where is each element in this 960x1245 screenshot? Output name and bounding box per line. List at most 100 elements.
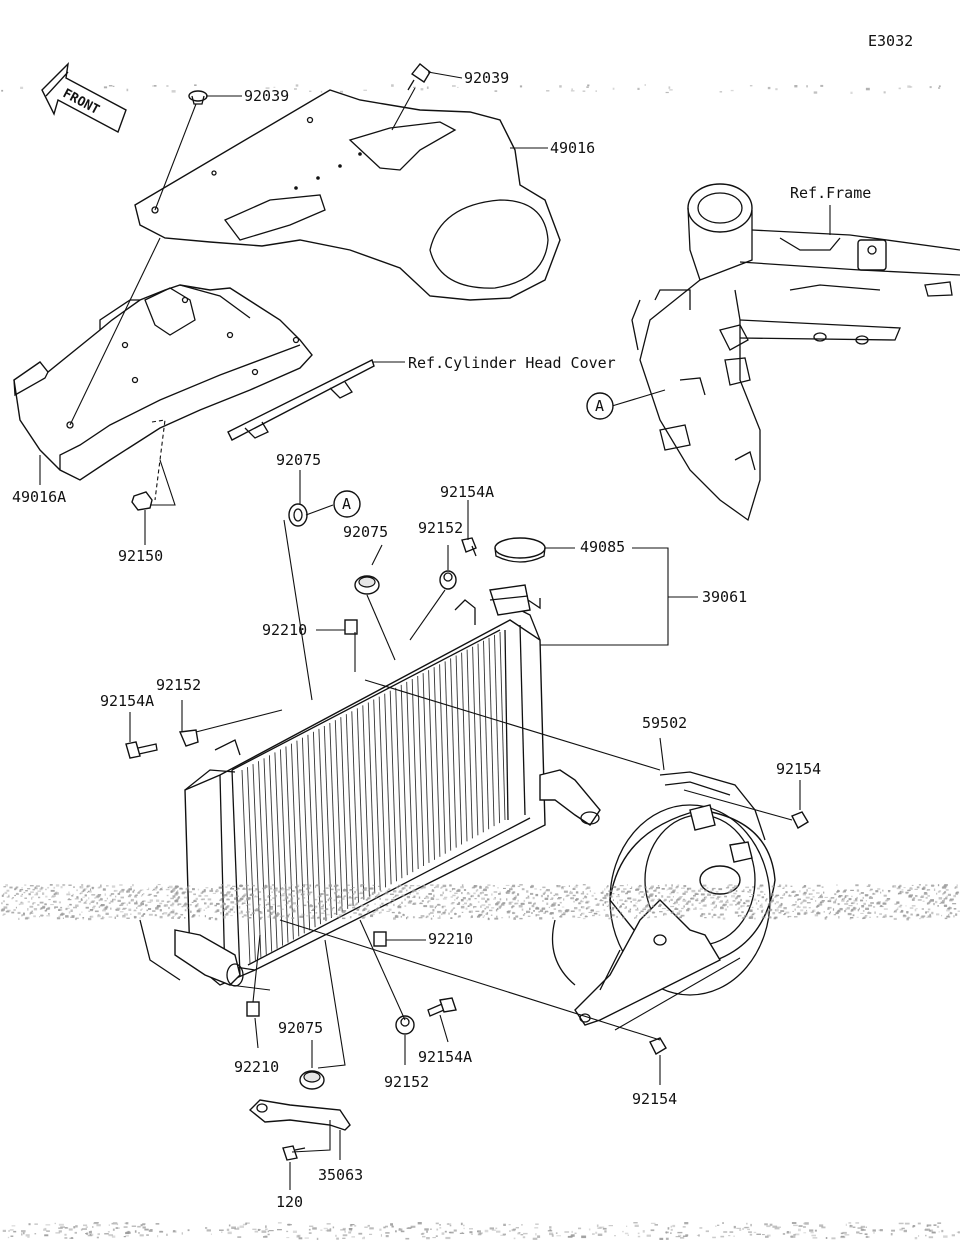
noise-speck [652,904,655,907]
noise-speck [795,901,797,904]
part-number-labels: 92039 92039 49016 49016A 92150 92075 920… [12,69,821,1211]
noise-speck [342,917,346,920]
noise-speck [170,904,172,906]
noise-speck [526,910,528,914]
noise-speck [342,1234,348,1237]
noise-speck [97,894,102,896]
radiator-fin [334,720,343,912]
noise-speck [528,901,532,904]
noise-speck [737,915,739,917]
noise-speck [312,908,314,911]
noise-speck [273,889,278,892]
noise-speck [156,905,160,908]
noise-speck [630,901,632,903]
noise-speck [425,895,428,897]
noise-speck [675,886,678,889]
noise-speck [293,895,295,897]
noise-speck [398,905,401,907]
noise-speck [13,1230,17,1233]
noise-speck [96,902,98,905]
noise-speck [214,918,218,921]
noise-speck [494,90,498,92]
noise-speck [942,893,944,896]
noise-speck [762,1234,765,1236]
noise-speck [303,897,306,899]
noise-speck [391,898,395,902]
noise-speck [858,907,860,910]
noise-speck [433,915,434,917]
noise-speck [747,1228,750,1231]
noise-speck [637,1235,641,1238]
noise-speck [843,890,846,893]
noise-speck [2,900,5,903]
noise-speck [391,1225,394,1228]
noise-speck [840,1235,845,1238]
noise-speck [108,916,113,918]
noise-speck [157,884,161,886]
noise-speck [879,913,882,915]
noise-speck [348,1228,353,1230]
noise-speck [785,911,790,914]
noise-speck [79,886,81,888]
noise-speck [105,912,109,915]
noise-speck [483,888,486,890]
part-label-92152-low: 92152 [384,1073,429,1091]
noise-speck [730,89,734,92]
noise-speck [650,1222,656,1224]
noise-speck [108,902,111,904]
noise-speck [91,894,96,896]
noise-speck [359,891,364,895]
noise-speck [271,891,273,893]
noise-speck [802,893,806,896]
radiator-fin [455,655,463,845]
collar-92152-top [439,570,457,590]
cylinder-head-bracket [227,359,375,441]
noise-speck [502,902,506,905]
noise-speck [909,86,913,88]
noise-speck [267,895,269,898]
noise-speck [918,884,921,886]
noise-speck [901,910,904,913]
noise-speck [679,896,683,898]
noise-speck [929,900,931,902]
bolt-92154-low [649,1037,667,1055]
scan-noise-band [0,884,960,921]
noise-speck [328,884,332,887]
noise-speck [309,1225,314,1227]
noise-speck [358,1232,363,1235]
noise-speck [45,909,47,912]
noise-speck [282,893,285,895]
noise-speck [905,891,909,895]
noise-speck [275,914,277,916]
noise-speck [485,886,488,888]
noise-speck [116,914,119,917]
radiator-fin [373,699,381,891]
noise-speck [442,891,444,895]
noise-speck [46,908,50,910]
noise-speck [572,888,576,890]
noise-speck [416,885,421,887]
noise-speck [704,890,708,892]
noise-speck [546,889,550,892]
noise-speck [430,884,434,886]
noise-speck [90,1233,94,1236]
noise-speck [170,910,175,914]
part-label-92075-top: 92075 [276,451,321,469]
noise-speck [23,1232,25,1235]
noise-speck [241,895,246,898]
noise-speck [291,917,295,919]
noise-speck [254,909,259,912]
noise-speck [352,893,355,895]
noise-speck [484,894,488,896]
noise-speck [816,912,819,914]
noise-speck [588,1228,591,1231]
noise-speck [254,909,256,912]
noise-speck [654,1224,658,1226]
noise-speck [574,907,578,910]
noise-speck [143,913,146,915]
noise-speck [542,900,544,902]
noise-speck [342,910,347,912]
noise-speck [156,892,158,894]
noise-speck [852,914,855,917]
noise-speck [140,889,144,891]
